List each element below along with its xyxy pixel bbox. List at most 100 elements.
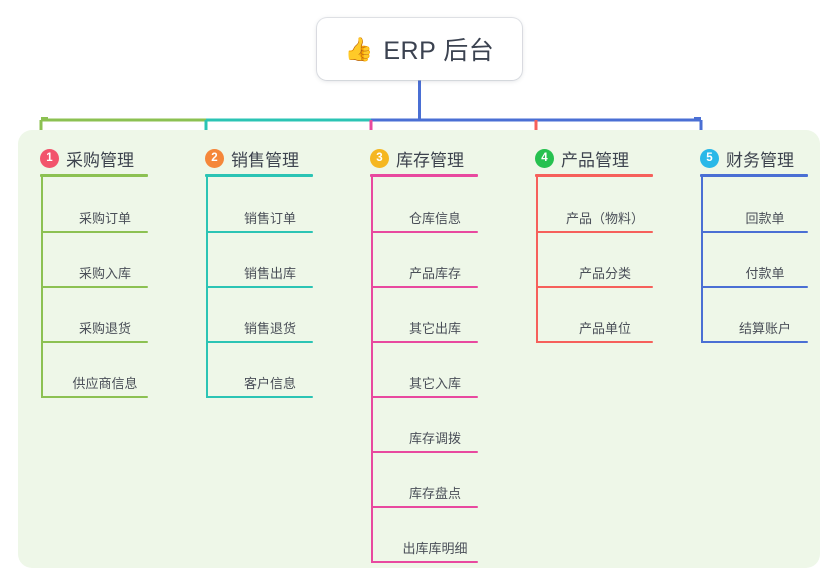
leaf-item[interactable]: 产品分类 <box>536 258 653 288</box>
branch-spine <box>536 177 538 343</box>
branch-header-2[interactable]: 2 销售管理 <box>205 146 299 171</box>
leaf-item-underline <box>227 341 313 343</box>
leaf-item-label: 采购退货 <box>78 321 131 336</box>
leaf-item[interactable]: 产品单位 <box>536 313 653 343</box>
branch-underline <box>535 174 653 177</box>
leaf-item[interactable]: 出库库明细 <box>371 533 478 563</box>
root-title: ERP 后台 <box>383 37 495 65</box>
leaf-item-underline <box>557 286 653 288</box>
leaf-item-connector <box>371 341 393 343</box>
leaf-item-connector <box>206 231 228 233</box>
leaf-item[interactable]: 库存调拨 <box>371 423 478 453</box>
leaf-item-underline <box>392 561 478 563</box>
branch-number-badge: 5 <box>700 149 719 168</box>
leaf-item-label: 付款单 <box>745 266 785 281</box>
leaf-item-underline <box>392 231 478 233</box>
leaf-item-label: 其它出库 <box>408 321 461 336</box>
leaf-item-underline <box>392 396 478 398</box>
leaf-item[interactable]: 采购退货 <box>41 313 148 343</box>
leaf-item-connector <box>206 341 228 343</box>
leaf-item-connector <box>371 506 393 508</box>
leaf-item-underline <box>62 231 148 233</box>
branch-number-badge: 1 <box>40 149 59 168</box>
leaf-item-connector <box>41 341 63 343</box>
leaf-item[interactable]: 采购入库 <box>41 258 148 288</box>
leaf-item-label: 采购入库 <box>78 266 131 281</box>
leaf-item[interactable]: 结算账户 <box>701 313 808 343</box>
leaf-item-underline <box>392 506 478 508</box>
leaf-item-label: 产品单位 <box>578 321 631 336</box>
leaf-item[interactable]: 其它出库 <box>371 313 478 343</box>
leaf-item-underline <box>722 231 808 233</box>
leaf-item-underline <box>62 341 148 343</box>
leaf-item-connector <box>206 396 228 398</box>
leaf-item[interactable]: 库存盘点 <box>371 478 478 508</box>
leaf-item-underline <box>557 231 653 233</box>
branch-number-badge: 2 <box>205 149 224 168</box>
leaf-item[interactable]: 采购订单 <box>41 203 148 233</box>
leaf-item-label: 库存盘点 <box>408 486 461 501</box>
leaf-item[interactable]: 产品（物料） <box>536 203 653 233</box>
branch-header-3[interactable]: 3 库存管理 <box>370 146 464 171</box>
leaf-item[interactable]: 客户信息 <box>206 368 313 398</box>
leaf-item-connector <box>371 286 393 288</box>
leaf-item[interactable]: 销售订单 <box>206 203 313 233</box>
leaf-item[interactable]: 供应商信息 <box>41 368 148 398</box>
leaf-item-label: 库存调拨 <box>408 431 461 446</box>
leaf-item-connector <box>701 341 723 343</box>
root-node[interactable]: 👍 ERP 后台 <box>317 18 522 80</box>
branch-underline <box>700 174 808 177</box>
leaf-item-underline <box>62 286 148 288</box>
branch-spine <box>371 177 373 563</box>
leaf-item-label: 结算账户 <box>738 321 791 336</box>
leaf-item[interactable]: 销售出库 <box>206 258 313 288</box>
branch-number-badge: 3 <box>370 149 389 168</box>
leaf-item-underline <box>722 286 808 288</box>
leaf-item-label: 产品（物料） <box>565 211 644 226</box>
leaf-item-connector <box>41 396 63 398</box>
leaf-item-connector <box>41 231 63 233</box>
leaf-item-connector <box>371 231 393 233</box>
leaf-item-underline <box>557 341 653 343</box>
leaf-item-connector <box>371 396 393 398</box>
leaf-item-connector <box>206 286 228 288</box>
leaf-item-label: 销售订单 <box>243 211 296 226</box>
leaf-item-connector <box>701 286 723 288</box>
branch-title: 产品管理 <box>561 151 629 170</box>
leaf-item-connector <box>536 341 558 343</box>
leaf-item-underline <box>227 286 313 288</box>
branch-title: 库存管理 <box>396 151 464 170</box>
leaf-item[interactable]: 产品库存 <box>371 258 478 288</box>
leaf-item-connector <box>371 451 393 453</box>
branch-header-1[interactable]: 1 采购管理 <box>40 146 134 171</box>
branch-title: 采购管理 <box>66 151 134 170</box>
leaf-item[interactable]: 其它入库 <box>371 368 478 398</box>
leaf-item-connector <box>701 231 723 233</box>
branch-underline <box>40 174 148 177</box>
leaf-item-label: 产品库存 <box>408 266 461 281</box>
leaf-item-connector <box>536 286 558 288</box>
leaf-item-underline <box>227 396 313 398</box>
leaf-item-underline <box>62 396 148 398</box>
leaf-item-label: 仓库信息 <box>408 211 461 226</box>
leaf-item-underline <box>392 451 478 453</box>
leaf-item-label: 客户信息 <box>243 376 296 391</box>
branch-title: 销售管理 <box>231 151 299 170</box>
leaf-item-label: 采购订单 <box>78 211 131 226</box>
branch-underline <box>205 174 313 177</box>
leaf-item-label: 供应商信息 <box>72 376 138 391</box>
branch-spine <box>701 177 703 343</box>
leaf-item-connector <box>536 231 558 233</box>
leaf-item[interactable]: 销售退货 <box>206 313 313 343</box>
leaf-item[interactable]: 付款单 <box>701 258 808 288</box>
leaf-item-underline <box>392 341 478 343</box>
thumbs-up-icon: 👍 <box>344 35 374 62</box>
leaf-item-connector <box>371 561 393 563</box>
leaf-item-label: 回款单 <box>745 211 785 226</box>
leaf-item[interactable]: 回款单 <box>701 203 808 233</box>
leaf-item[interactable]: 仓库信息 <box>371 203 478 233</box>
leaf-item-label: 出库库明细 <box>402 541 468 556</box>
